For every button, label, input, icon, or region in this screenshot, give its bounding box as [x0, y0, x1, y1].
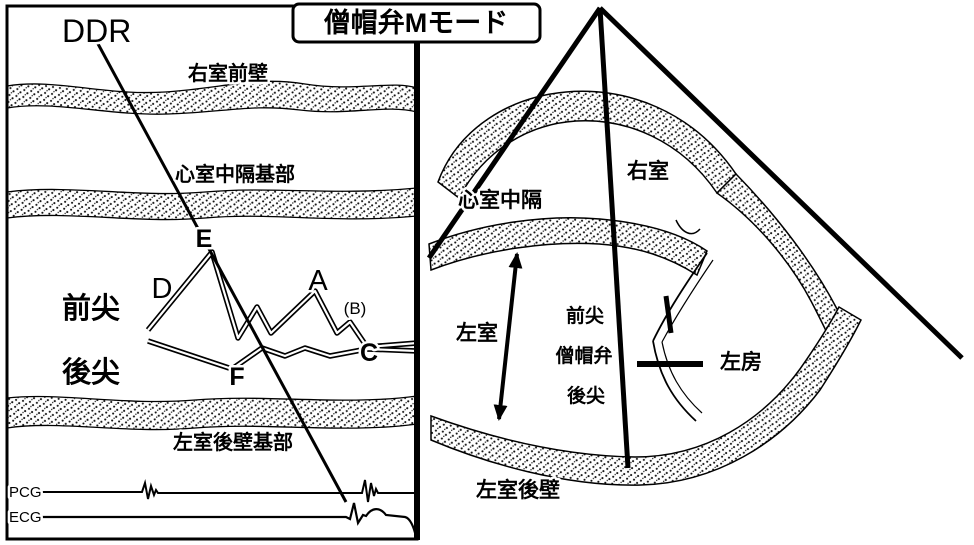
ddr-slope-line	[95, 41, 348, 503]
anterior-mitral-leaflet-line	[652, 252, 708, 342]
schema-anterior-leaflet-label: 前尖	[566, 304, 604, 327]
point-a-label: A	[308, 265, 328, 297]
posterior-mitral-leaflet-line	[652, 340, 697, 422]
pcg-label: PCG	[9, 484, 42, 501]
anterior-leaflet-trace-outline	[145, 249, 418, 350]
lv-label: 左室	[456, 321, 498, 345]
point-e-label: E	[196, 225, 213, 253]
septum-band	[428, 217, 708, 277]
pcg-trace	[38, 479, 416, 503]
title-box-frame	[291, 2, 542, 44]
sector-right-edge	[598, 6, 964, 360]
septum-base-label: 心室中隔基部	[175, 162, 295, 186]
posterior-leaflet-label: 後尖	[62, 356, 120, 389]
mmode-beam-line	[597, 7, 631, 469]
title-box: 僧帽弁Mモード	[291, 2, 542, 44]
point-d-label: D	[152, 273, 173, 305]
la-anterior-wall-band	[715, 172, 852, 347]
rv-anterior-wall-label: 右室前壁	[188, 61, 268, 85]
ecg-label: ECG	[9, 509, 42, 526]
schema-posterior-leaflet-label: 後尖	[567, 384, 605, 407]
anterior-leaflet-label: 前尖	[62, 291, 120, 325]
valve-mark-vertical	[663, 295, 674, 334]
lv-posterior-wall-base-label: 左室後壁基部	[173, 430, 293, 454]
lv-dimension-arrow	[493, 252, 523, 421]
ddr-label: DDR	[62, 13, 131, 49]
septal-chordae-hook-line	[675, 219, 701, 235]
posterior-mitral-leaflet-inner-line	[661, 341, 703, 414]
anterior-leaflet-trace-core	[147, 250, 418, 349]
mmode-panel: DDR 右室前壁 心室中隔基部 前尖 後尖 E D A (B) C F 左室後壁…	[5, 4, 420, 541]
mitral-valve-label: 僧帽弁	[555, 344, 612, 367]
ecg-trace	[38, 502, 418, 538]
schema-panel: 右室 心室中隔 左室 前尖 僧帽弁 後尖 左房 左室後壁	[426, 6, 964, 505]
la-label: 左房	[720, 350, 762, 374]
sector-left-edge	[426, 6, 603, 260]
rv-label: 右室	[627, 159, 669, 183]
point-c-label: C	[360, 339, 378, 367]
point-f-label: F	[229, 363, 244, 391]
posterior-leaflet-trace-core	[147, 339, 418, 371]
anterior-mitral-leaflet-inner-line	[661, 259, 714, 343]
point-b-label: (B)	[344, 299, 367, 318]
lv-posterior-wall-label: 左室後壁	[476, 478, 560, 502]
figure-title: 僧帽弁Mモード	[324, 7, 509, 38]
septum-label: 心室中隔	[458, 188, 542, 212]
septum-base-band	[6, 187, 418, 221]
lv-posterior-wall-base-band	[6, 395, 418, 431]
rv-anterior-wall-band	[6, 80, 418, 115]
